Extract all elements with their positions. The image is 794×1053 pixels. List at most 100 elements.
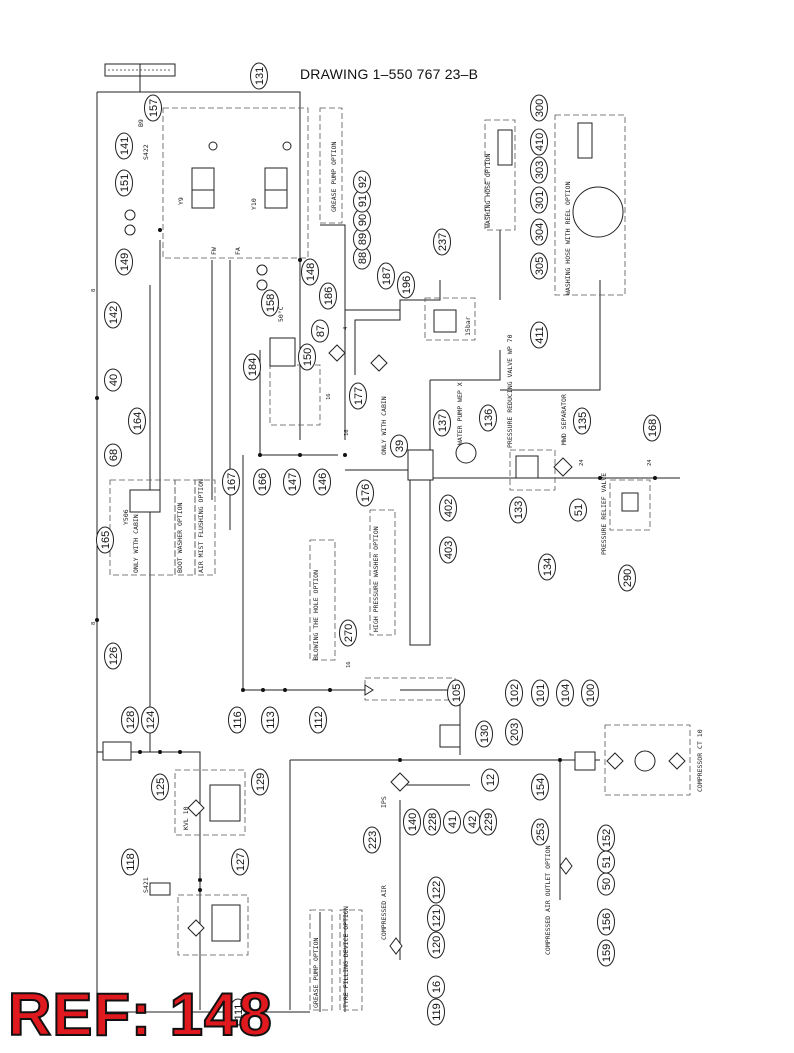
position-bubble: 147	[283, 468, 301, 496]
label-size-16c: 16	[346, 661, 352, 668]
label-pressure-reducing: PRESSURE REDUCING VALVE WP 70	[506, 334, 514, 448]
bubble-number: 402	[443, 499, 455, 517]
bubble-outline	[433, 228, 451, 256]
bubble-outline	[475, 720, 493, 748]
label-bar: 15bar	[464, 316, 472, 336]
bubble-number: 92	[357, 176, 369, 188]
label-b9: B9	[137, 119, 145, 127]
position-bubble: 177	[349, 382, 367, 410]
bubble-outline	[427, 975, 445, 999]
position-bubble: 303	[530, 156, 548, 184]
position-bubble: 100	[581, 679, 599, 707]
bubble-number: 253	[535, 823, 547, 841]
position-bubble: 89	[353, 227, 371, 251]
bubble-outline	[309, 706, 327, 734]
bubble-outline	[531, 818, 549, 846]
bubble-number: 237	[437, 233, 449, 251]
position-bubble: 168	[643, 414, 661, 442]
bubble-outline	[251, 768, 269, 796]
label-air-mist: AIR MIST FLUSHING OPTION	[197, 479, 205, 573]
position-bubble: 135	[573, 407, 591, 435]
bubble-number: 410	[534, 133, 546, 151]
position-bubble: 203	[505, 718, 523, 746]
bubble-outline	[283, 468, 301, 496]
bubble-number: 157	[148, 99, 160, 117]
position-bubble: 157	[144, 94, 162, 122]
bubble-outline	[530, 156, 548, 184]
label-compressed-air: COMPRESSED AIR	[380, 885, 388, 940]
bubble-outline	[530, 94, 548, 122]
bubble-number: 42	[467, 816, 479, 828]
position-bubble: 40	[104, 368, 122, 392]
bubble-outline	[229, 998, 247, 1026]
position-bubble: 12	[481, 768, 499, 792]
bubble-outline	[556, 679, 574, 707]
position-bubble: 122	[427, 876, 445, 904]
bubble-number: 141	[119, 137, 131, 155]
bubble-outline	[538, 553, 556, 581]
bubble-outline	[530, 186, 548, 214]
bubble-number: 41	[447, 816, 459, 828]
bubble-number: 129	[255, 773, 267, 791]
label-washing-hose: WASHING HOSE OPTION	[484, 154, 492, 228]
label-s422: S422	[142, 144, 150, 160]
bubble-number: 118	[125, 853, 137, 871]
label-kvl: KVL 10	[182, 806, 190, 830]
bubble-number: 50	[601, 878, 613, 890]
position-bubble: 118	[121, 848, 139, 876]
bubble-outline	[231, 848, 249, 876]
bubble-number: 111	[233, 1004, 245, 1021]
position-bubble: 223	[363, 826, 381, 854]
label-size-8: 8	[91, 289, 97, 292]
bubble-number: 403	[443, 541, 455, 559]
position-bubble: 253	[531, 818, 549, 846]
bubble-outline	[427, 931, 445, 959]
label-y506: Y506	[122, 509, 130, 525]
bubble-number: 165	[100, 531, 112, 549]
drawing-title: DRAWING 1–550 767 23–B	[300, 66, 479, 82]
position-bubble: 159	[597, 939, 615, 967]
position-bubble: 156	[597, 908, 615, 936]
bubble-outline	[479, 808, 497, 836]
bubble-outline	[319, 282, 337, 310]
position-bubble: 142	[104, 301, 122, 329]
position-bubble: 176	[356, 479, 374, 507]
ref-stamp: REF: 148	[7, 980, 273, 1049]
bubble-outline	[443, 810, 461, 834]
bubble-number: 125	[155, 778, 167, 796]
position-bubble: 166	[253, 468, 271, 496]
bubble-outline	[356, 479, 374, 507]
label-size-24: 24	[579, 459, 585, 466]
bubble-outline	[530, 321, 548, 349]
bubble-number: 187	[381, 267, 393, 285]
bubble-outline	[569, 498, 587, 522]
bubble-outline	[597, 872, 615, 896]
position-bubble: 304	[530, 218, 548, 246]
bubble-outline	[115, 248, 133, 276]
bubble-number: 164	[132, 412, 144, 430]
bubble-outline	[447, 679, 465, 707]
bubble-outline	[301, 258, 319, 286]
components	[102, 122, 686, 955]
bubble-outline	[377, 262, 395, 290]
bubble-outline	[573, 407, 591, 435]
position-bubble: 128	[121, 706, 139, 734]
bubble-number: 166	[257, 473, 269, 491]
label-boot-washer: BOOT WASHER OPTION	[176, 502, 184, 573]
bubble-outline	[531, 773, 549, 801]
position-bubble: 196	[397, 271, 415, 299]
position-bubble: 127	[231, 848, 249, 876]
junction-dots	[95, 228, 657, 892]
bubble-outline	[481, 768, 499, 792]
bubble-number: 113	[265, 711, 277, 729]
bubble-outline	[228, 706, 246, 734]
position-bubble: 134	[538, 553, 556, 581]
position-bubble: 131	[250, 62, 268, 90]
position-bubble: 402	[439, 494, 457, 522]
bubble-number: 122	[431, 881, 443, 899]
bubble-number: 142	[108, 306, 120, 324]
label-ips: IPS	[380, 796, 388, 808]
position-bubble: 51	[597, 850, 615, 874]
bubble-number: 51	[573, 504, 585, 516]
